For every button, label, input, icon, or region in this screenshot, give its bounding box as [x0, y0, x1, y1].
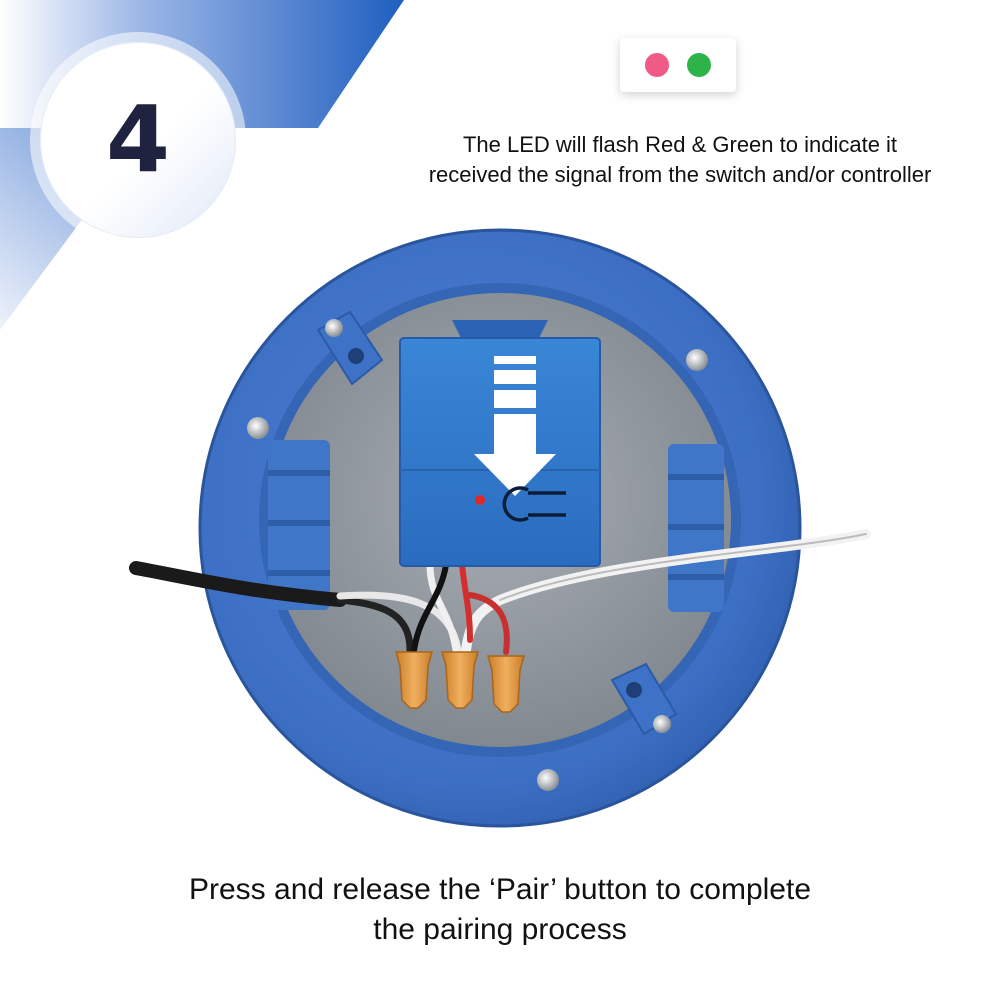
led-instruction-line-1: The LED will flash Red & Green to indica… [462, 132, 898, 157]
status-led [475, 495, 485, 505]
wire-nut [487, 655, 525, 713]
pair-instruction-line-1: Press and release the ‘Pair’ button to c… [188, 873, 812, 906]
wire-nut [395, 651, 433, 709]
led-instruction-line-2: received the signal from the switch and/… [428, 162, 932, 187]
junction-box-illustration [129, 228, 871, 828]
pair-instruction-text: Press and release the ‘Pair’ button to c… [80, 870, 920, 950]
screw-icon [325, 319, 343, 337]
screw-icon [686, 349, 708, 371]
screw-icon [653, 715, 671, 733]
cables [129, 529, 871, 655]
right-clamp [668, 444, 724, 612]
wire-nut [441, 651, 479, 709]
led-red-dot [645, 53, 669, 77]
screw-icon [247, 417, 269, 439]
led-indicator-card [620, 38, 736, 92]
screw-icon [537, 769, 559, 791]
down-arrow-icon [474, 356, 556, 496]
receiver-module [399, 320, 601, 567]
step-number: 4 [105, 86, 170, 193]
led-green-dot [687, 53, 711, 77]
left-clamp [268, 440, 330, 610]
led-instruction-text: The LED will flash Red & Green to indica… [370, 130, 990, 190]
pair-instruction-line-2: the pairing process [373, 913, 627, 946]
pair-button-icon [502, 486, 566, 522]
step-badge: 4 [40, 42, 236, 238]
